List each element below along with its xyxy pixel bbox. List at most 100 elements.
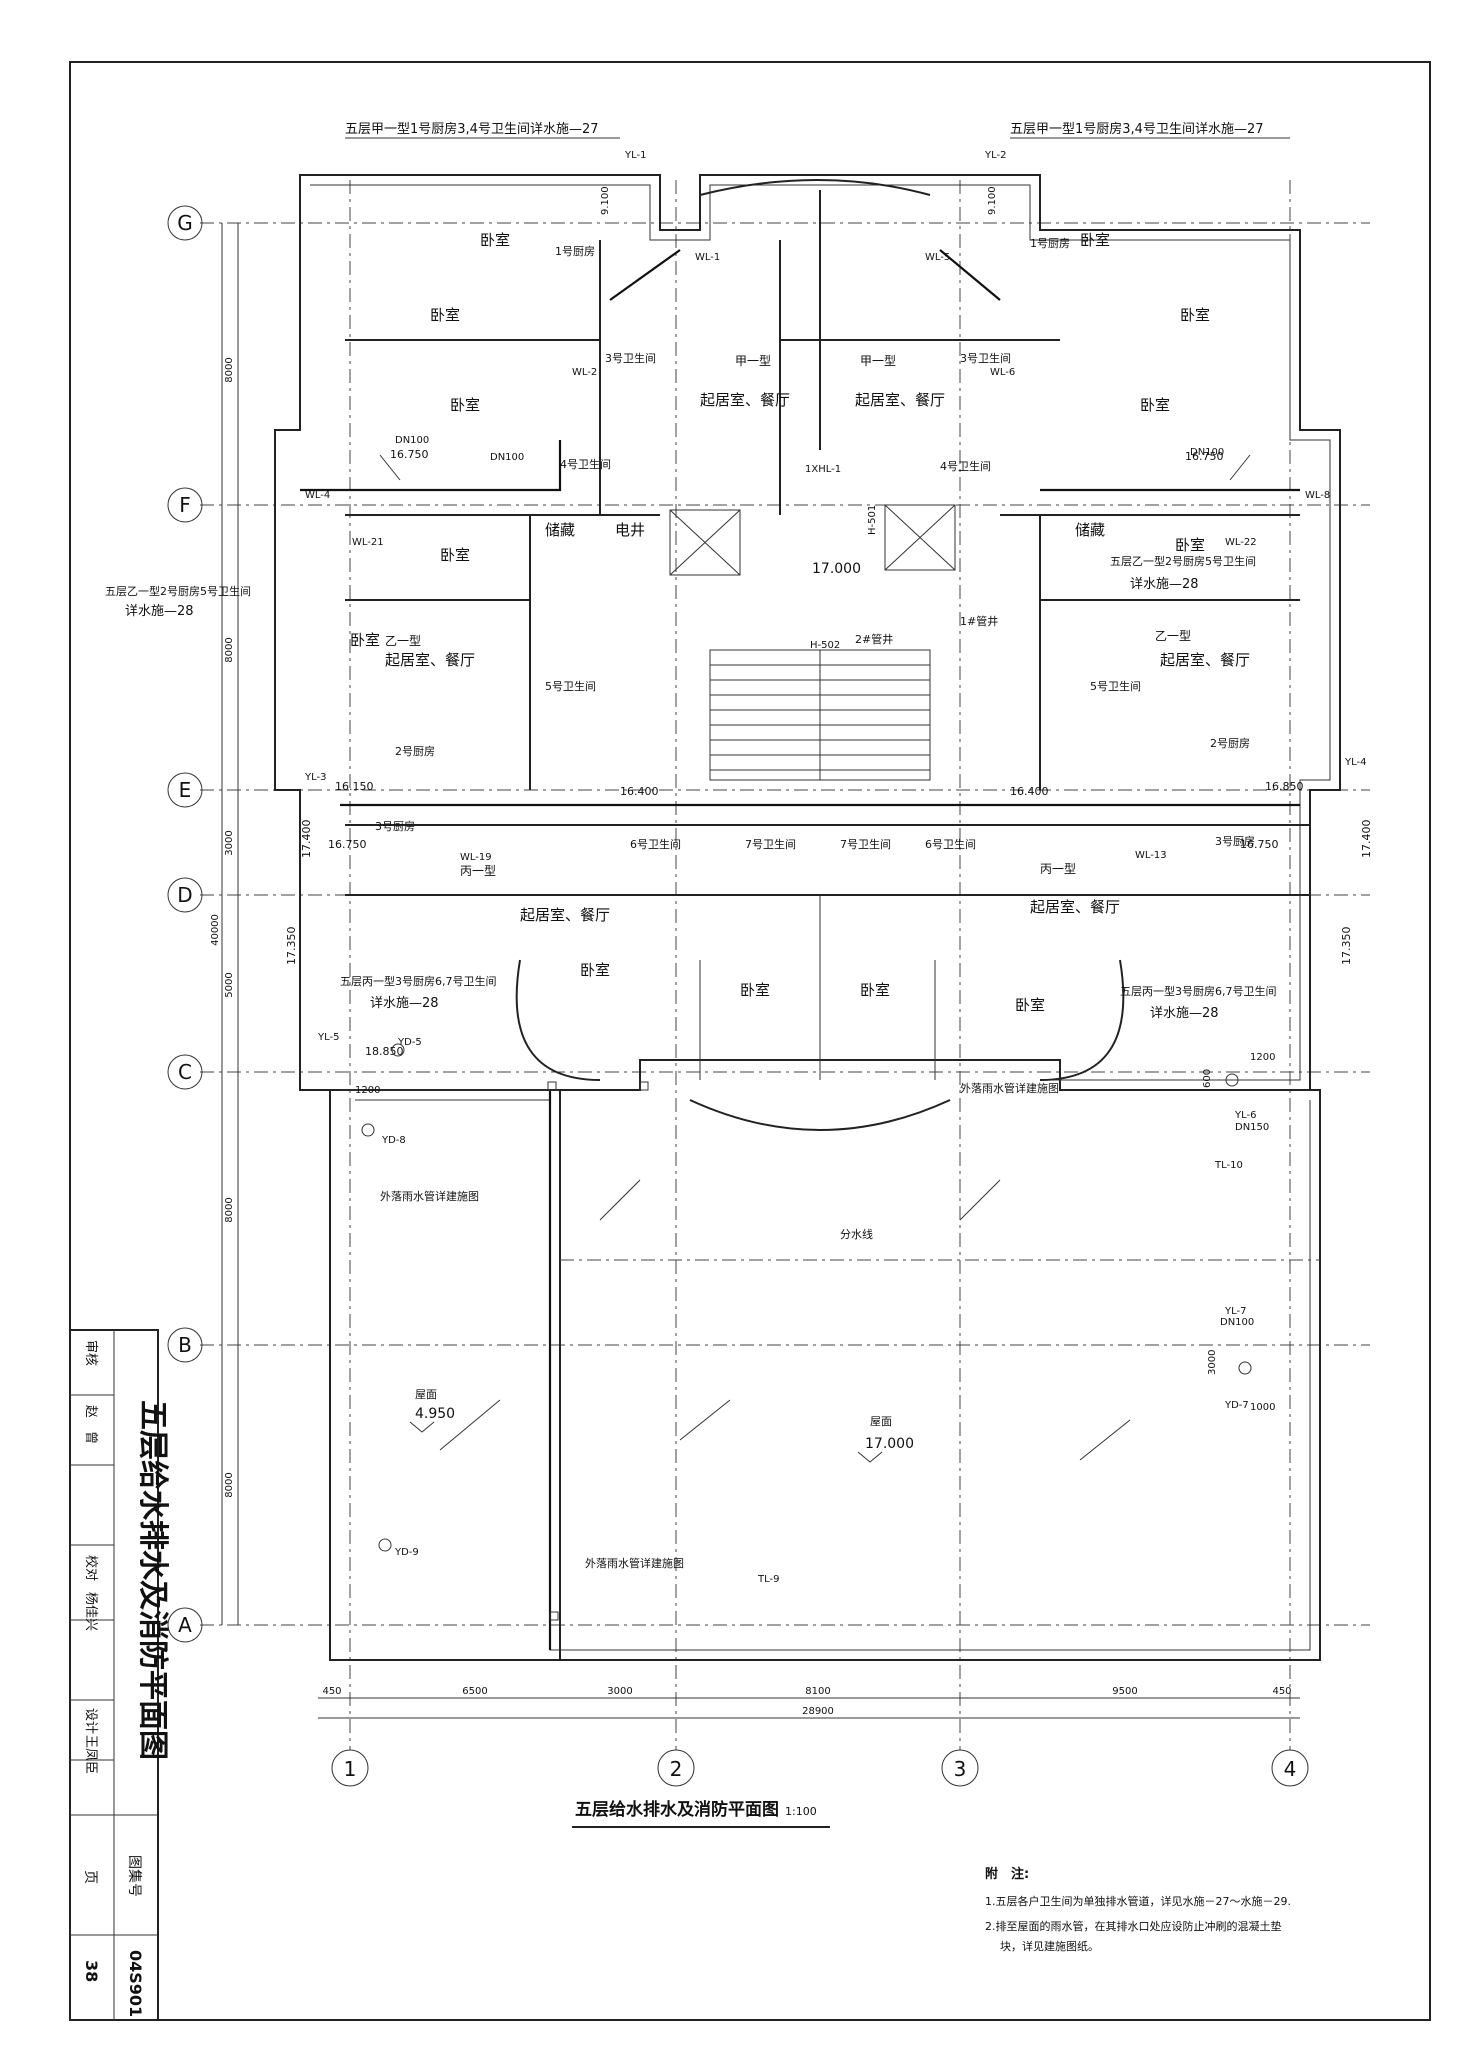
drawing-title-block: 五层给水排水及消防平面图 1:100	[572, 1799, 830, 1828]
room-living-a-left: 起居室、餐厅	[700, 391, 790, 409]
tag-d600: 600	[1202, 1069, 1213, 1088]
tag-yd8: YD-8	[381, 1135, 406, 1146]
room-living-a-right: 起居室、餐厅	[855, 391, 945, 409]
tag-yl4: YL-4	[1344, 757, 1366, 768]
tag-yl1: YL-1	[624, 150, 646, 161]
level-17350-right: 17.350	[1340, 927, 1353, 966]
dim-left-3: 3000	[224, 830, 235, 855]
room-living-c-left: 起居室、餐厅	[520, 906, 610, 924]
level-16750-right: 16.750	[1185, 450, 1224, 463]
drawing-scale: 1:100	[785, 1805, 817, 1818]
axis-label-g: G	[177, 211, 193, 235]
room-bedroom-5: 卧室	[1180, 306, 1210, 324]
room-kitchen3-right: 3号厨房	[1215, 835, 1255, 848]
callout-mid-left-2: 详水施—28	[125, 604, 194, 619]
room-type-c-left: 丙一型	[460, 864, 496, 878]
level-16750-left: 16.750	[390, 448, 429, 461]
axis-label-3: 3	[954, 1757, 967, 1781]
title-block-review-name: 赵 曾	[83, 1405, 98, 1444]
tag-dn150: DN150	[1235, 1122, 1269, 1133]
axis-label-e: E	[179, 778, 192, 802]
tag-d9100-right: 9.100	[987, 186, 998, 215]
axis-bubble-f	[167, 487, 203, 523]
room-bath5-right: 5号卫生间	[1090, 679, 1141, 693]
title-block-design-name: 王凤臣	[83, 1735, 98, 1774]
room-bedroom-2: 卧室	[430, 306, 460, 324]
callout-low-right-2: 详水施—28	[1150, 1006, 1219, 1021]
tag-d9100-left: 9.100	[600, 186, 611, 215]
room-bedroom-12: 卧室	[860, 981, 890, 999]
room-elec: 电井	[615, 521, 645, 539]
axis-bubble-c	[167, 1054, 203, 1090]
dim-left-2: 8000	[224, 637, 235, 662]
tag-wl13: WL-13	[1135, 850, 1167, 861]
callout-ext-rain-1: 外落雨水管详建施图	[960, 1081, 1059, 1095]
room-bedroom-6: 卧室	[1140, 396, 1170, 414]
callouts: 五层甲一型1号厨房3,4号卫生间详水施—27 五层甲一型1号厨房3,4号卫生间详…	[105, 121, 1290, 1570]
slope-arrows	[439, 1179, 1320, 1461]
room-kitchen1-right: 1号厨房	[1030, 237, 1070, 250]
tag-yl3: YL-3	[304, 772, 326, 783]
axis-bubble-a	[167, 1607, 203, 1643]
tag-d1200-left: 1200	[355, 1085, 380, 1096]
level-marks: 17.000 17.000 4.950 16.750 16.750 16.150…	[285, 448, 1373, 1463]
axis-bubble-2	[657, 1749, 695, 1787]
title-block-atlas-no: 04S901	[126, 1950, 145, 2017]
title-block-check-name: 杨佳兴	[83, 1592, 98, 1631]
tag-dn100-f-left: DN100	[395, 435, 429, 446]
sheet-frame	[69, 61, 1431, 2021]
room-bedroom-8: 卧室	[1175, 536, 1205, 554]
level-17000-roof: 17.000	[865, 1436, 914, 1452]
axis-bubble-d	[167, 877, 203, 913]
room-bedroom-10: 卧室	[580, 961, 610, 979]
tag-wl2: WL-2	[572, 367, 597, 378]
dim-bottom-total: 28900	[802, 1706, 834, 1717]
callout-divide-line: 分水线	[840, 1227, 873, 1241]
pipe-network	[300, 249, 1300, 1650]
room-kitchen3-left: 3号厨房	[375, 820, 415, 833]
room-bath7-right: 7号卫生间	[840, 837, 891, 851]
title-block-check-label: 校对	[83, 1555, 99, 1581]
room-type-c-right: 丙一型	[1040, 862, 1076, 876]
tag-yl6: YL-6	[1234, 1110, 1256, 1121]
dim-left-6: 8000	[224, 1472, 235, 1497]
tag-wl1: WL-1	[695, 252, 720, 263]
callout-ext-rain-3: 外落雨水管详建施图	[585, 1556, 684, 1570]
title-block-review-label: 审核	[83, 1340, 98, 1366]
dim-bottom-2: 6500	[462, 1686, 487, 1697]
axis-bubble-4	[1271, 1749, 1309, 1787]
title-block-name: 五层给水排水及消防平面图	[135, 1400, 170, 1760]
room-kitchen2-right: 2号厨房	[1210, 737, 1250, 750]
tag-d3000: 3000	[1207, 1350, 1218, 1375]
axis-bubble-g	[167, 205, 203, 241]
room-storage-right: 储藏	[1075, 521, 1105, 539]
room-bedroom-13: 卧室	[1015, 996, 1045, 1014]
notes-block: 附 注: 1.五层各户卫生间为单独排水管道，详见水施－27～水施－29. 2.排…	[985, 1866, 1291, 1953]
tag-yd9: YD-9	[394, 1547, 419, 1558]
room-bath3-left: 3号卫生间	[605, 351, 656, 365]
dimension-chains: 8000 8000 3000 5000 8000 8000 40000 450 …	[210, 223, 1300, 1719]
axis-bubble-b	[167, 1327, 203, 1363]
note-3: 块，详见建施图纸。	[1000, 1939, 1099, 1953]
level-16150: 16.150	[335, 780, 374, 793]
tag-yd7: YD-7	[1224, 1400, 1249, 1411]
room-bath3-right: 3号卫生间	[960, 351, 1011, 365]
dim-bottom-4: 8100	[805, 1686, 830, 1697]
axis-label-c: C	[178, 1060, 192, 1084]
tag-yl7: YL-7	[1224, 1306, 1246, 1317]
room-kitchen2-left: 2号厨房	[395, 745, 435, 758]
room-bedroom-4: 卧室	[1080, 231, 1110, 249]
tag-h501: H-501	[867, 505, 878, 535]
callout-top-right: 五层甲一型1号厨房3,4号卫生间详水施—27	[1010, 121, 1264, 137]
axis-label-2: 2	[670, 1757, 683, 1781]
level-16400-left: 16.400	[620, 785, 659, 798]
room-pipe-shaft-2: 2#管井	[855, 632, 893, 646]
room-living-b-left: 起居室、餐厅	[385, 651, 475, 669]
room-pipe-shaft-1: 1#管井	[960, 614, 998, 628]
dim-bottom-6: 450	[1272, 1686, 1291, 1697]
title-block-design-label: 设计	[83, 1708, 98, 1734]
axis-label-d: D	[177, 883, 192, 907]
pipe-tags: YL-1 YL-2 YL-3 YL-4 YL-5 YL-6 YL-7 YD-5 …	[304, 150, 1366, 1585]
level-17350-left: 17.350	[285, 927, 298, 966]
